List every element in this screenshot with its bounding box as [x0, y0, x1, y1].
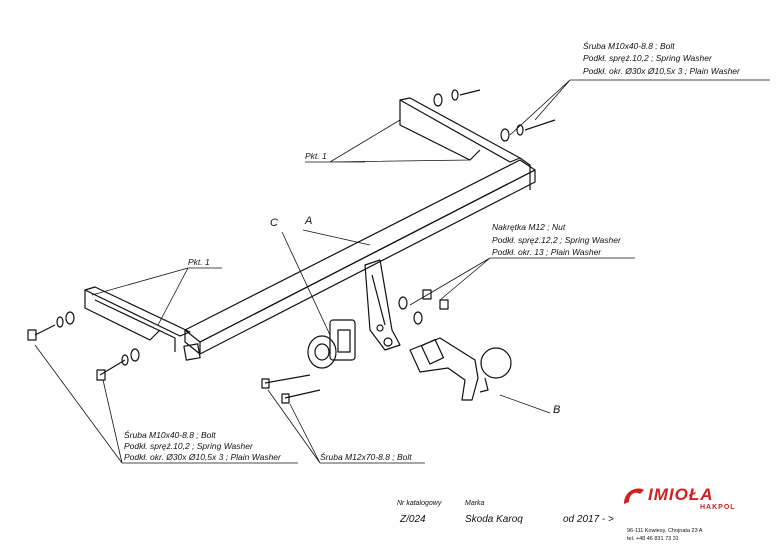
catalog-number-value: Z/024	[400, 514, 426, 525]
brand-label: Marka	[465, 500, 485, 507]
brand-value: Skoda Karoq	[465, 514, 523, 525]
bolts-m12	[261, 374, 321, 404]
hook-logo-icon	[624, 488, 644, 504]
nut-label-1: Nakrętka M12 ; Nut	[492, 222, 566, 232]
drop-plate-bracket	[364, 259, 401, 351]
right-side-bracket	[399, 97, 531, 190]
company-sub: HAKPOL	[700, 504, 736, 511]
part-letter-a: A	[305, 215, 313, 227]
left-side-bracket	[84, 286, 191, 352]
bolt-top-label-1: Śruba M10x40-8.8 ; Bolt	[583, 41, 675, 51]
bolt-top-label-3: Podkł. okr. Ø30x Ø10,5x 3 ; Plain Washer	[583, 66, 740, 76]
nut-label-2: Podkł. spręż.12,2 ; Spring Washer	[492, 235, 621, 245]
socket-plate	[307, 319, 356, 369]
leader-lines	[34, 79, 770, 464]
catalog-number-label: Nr katalogowy	[397, 500, 442, 507]
company-name: IMIOŁA	[648, 485, 714, 504]
point-1-top-label: Pkt. 1	[305, 151, 327, 161]
bolt-m12-label: Śruba M12x70-8.8 ; Bolt	[320, 452, 412, 462]
nuts-washers	[398, 289, 449, 325]
part-letter-c: C	[270, 217, 278, 229]
bolt-top-label-2: Podkł. spręż.10,2 ; Spring Washer	[583, 53, 712, 63]
company-address: 96-111 Kowiesy, Chojnata 23 A	[627, 528, 703, 534]
bolt-left-label-1: Śruba M10x40-8.8 ; Bolt	[124, 430, 216, 440]
year-value: od 2017 - >	[563, 514, 614, 525]
bolts-left	[27, 311, 140, 381]
bolts-top-right	[433, 89, 556, 142]
nut-label-3: Podkł. okr. 13 ; Plain Washer	[492, 247, 602, 257]
point-1-left-label: Pkt. 1	[188, 257, 210, 267]
tow-ball-neck	[409, 337, 512, 401]
bolt-left-label-3: Podkł. okr. Ø30x Ø10,5x 3 ; Plain Washer	[124, 452, 281, 462]
company-phone: tel. +48 46 831 73 31	[627, 536, 679, 542]
part-letter-b: B	[553, 404, 561, 416]
crossbar-tube	[183, 159, 536, 361]
bolt-left-label-2: Podkł. spręż.10,2 ; Spring Washer	[124, 441, 253, 451]
